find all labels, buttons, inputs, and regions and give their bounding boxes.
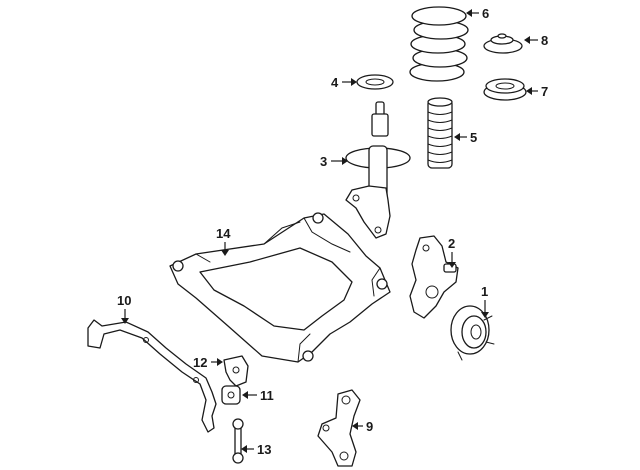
- callout-label-6: 6: [482, 6, 489, 21]
- callout-5: 5: [454, 130, 477, 145]
- callout-1: 1: [481, 284, 489, 318]
- coil-spring-part[interactable]: [409, 6, 469, 82]
- callout-3: 3: [320, 154, 348, 169]
- stabilizer-bracket-part[interactable]: [223, 355, 249, 387]
- callout-13: 13: [241, 442, 271, 457]
- dust-boot-part[interactable]: [427, 97, 453, 169]
- callout-14: 14: [216, 226, 231, 256]
- callout-label-13: 13: [257, 442, 271, 457]
- callout-label-5: 5: [470, 130, 477, 145]
- callout-9: 9: [352, 419, 373, 434]
- callout-7: 7: [526, 84, 548, 99]
- callout-label-1: 1: [481, 284, 488, 299]
- stabilizer-link-part[interactable]: [232, 418, 244, 464]
- spring-insulator-part[interactable]: [356, 74, 394, 90]
- callout-label-8: 8: [541, 33, 548, 48]
- stabilizer-bushing-part[interactable]: [221, 385, 241, 405]
- hub-bearing-part[interactable]: [450, 305, 495, 361]
- crossmember-part[interactable]: [169, 212, 391, 363]
- callout-8: 8: [524, 33, 548, 48]
- callout-label-9: 9: [366, 419, 373, 434]
- lower-control-arm-part[interactable]: [317, 389, 361, 467]
- spring-seat-part[interactable]: [483, 78, 527, 101]
- callout-4: 4: [331, 75, 357, 90]
- callout-label-4: 4: [331, 75, 339, 90]
- callout-label-7: 7: [541, 84, 548, 99]
- callout-label-12: 12: [193, 355, 207, 370]
- callout-11: 11: [242, 388, 274, 403]
- callout-12: 12: [193, 355, 223, 370]
- strut-mount-part[interactable]: [483, 33, 523, 54]
- callout-2: 2: [448, 236, 456, 268]
- stabilizer-bar-part[interactable]: [87, 319, 217, 433]
- callout-10: 10: [117, 293, 131, 324]
- callout-label-11: 11: [260, 388, 274, 403]
- strut-assembly-part[interactable]: [345, 101, 411, 239]
- callout-label-14: 14: [216, 226, 231, 241]
- callout-6: 6: [466, 6, 489, 21]
- callout-label-3: 3: [320, 154, 327, 169]
- callout-label-2: 2: [448, 236, 455, 251]
- callout-label-10: 10: [117, 293, 131, 308]
